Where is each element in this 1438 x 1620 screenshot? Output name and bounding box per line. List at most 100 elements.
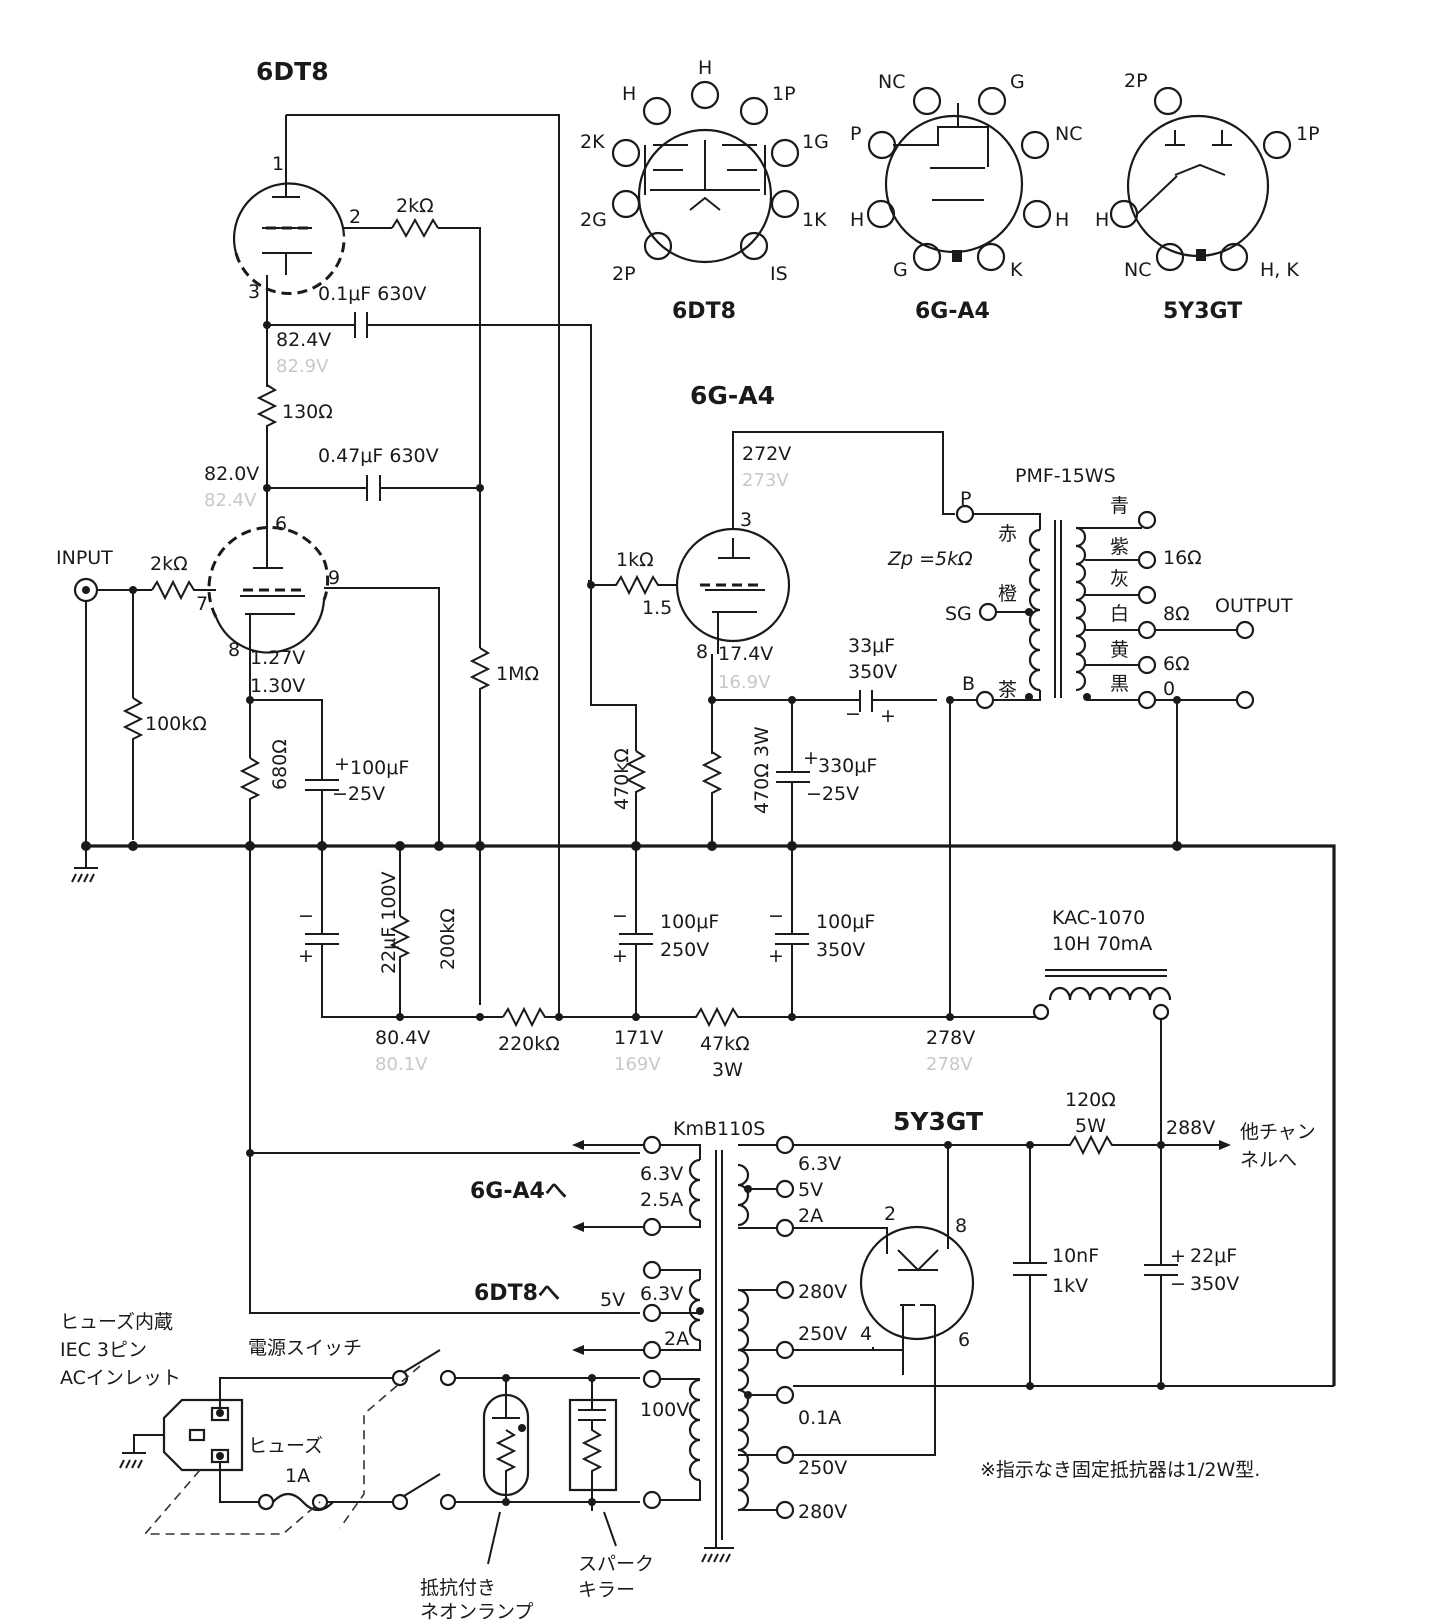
svg-text:200kΩ: 200kΩ	[437, 908, 459, 970]
pinout-6dt8-name: 6DT8	[672, 299, 736, 324]
svg-text:G: G	[1010, 71, 1025, 93]
svg-text:−: −	[1170, 1273, 1186, 1295]
resistor-1k	[591, 574, 678, 596]
svg-text:1P: 1P	[772, 83, 796, 105]
svg-text:1A: 1A	[285, 1465, 310, 1487]
svg-text:橙: 橙	[998, 583, 1017, 605]
svg-text:キラー: キラー	[578, 1579, 635, 1601]
input-jack[interactable]	[73, 577, 99, 603]
svg-text:272V: 272V	[742, 443, 791, 465]
svg-text:288V: 288V	[1166, 1117, 1215, 1139]
svg-text:−: −	[298, 905, 314, 927]
label-input: INPUT	[56, 547, 113, 569]
svg-text:H: H	[850, 209, 864, 231]
label-to-6dt8: 6DT8へ	[474, 1281, 560, 1306]
output-terminal-hot[interactable]	[1235, 620, 1255, 640]
tube-6dt8-section1: 1 2 3	[233, 114, 560, 1017]
svg-text:黄: 黄	[1110, 639, 1129, 661]
svg-text:1G: 1G	[802, 131, 829, 153]
svg-text:8: 8	[696, 641, 708, 663]
svg-text:10H 70mA: 10H 70mA	[1052, 933, 1152, 955]
svg-text:1kΩ: 1kΩ	[616, 549, 654, 571]
svg-text:350V: 350V	[848, 661, 897, 683]
power-switch[interactable]	[391, 1349, 457, 1511]
svg-text:+: +	[612, 945, 628, 967]
svg-text:2P: 2P	[612, 263, 636, 285]
svg-text:ネルへ: ネルへ	[1240, 1149, 1297, 1171]
svg-text:350V: 350V	[1190, 1273, 1239, 1295]
svg-text:6.3V: 6.3V	[640, 1283, 683, 1305]
svg-text:−25V: −25V	[332, 783, 385, 805]
label-r-130: 130Ω	[282, 401, 333, 423]
svg-text:+: +	[768, 945, 784, 967]
svg-text:5V: 5V	[798, 1179, 823, 1201]
svg-text:茶: 茶	[998, 679, 1017, 701]
svg-text:P: P	[850, 123, 861, 145]
svg-text:P: P	[960, 488, 971, 510]
svg-text:H: H	[622, 83, 636, 105]
svg-text:2: 2	[884, 1203, 896, 1225]
svg-text:2.5A: 2.5A	[640, 1189, 683, 1211]
svg-text:H: H	[1095, 209, 1109, 231]
svg-text:+: +	[298, 945, 314, 967]
label-other-channel: 他チャン	[1240, 1121, 1316, 1143]
svg-text:9: 9	[328, 567, 340, 589]
svg-text:H: H	[698, 57, 712, 79]
svg-text:278V: 278V	[926, 1054, 973, 1075]
svg-text:ヒューズ: ヒューズ	[248, 1435, 323, 1457]
svg-text:抵抗付き: 抵抗付き	[420, 1577, 496, 1599]
resistor-100k	[122, 697, 144, 840]
svg-text:470Ω 3W: 470Ω 3W	[751, 726, 773, 814]
svg-text:273V: 273V	[742, 470, 789, 491]
svg-text:47kΩ: 47kΩ	[700, 1033, 750, 1055]
footnote: ※指示なき固定抵抗器は1/2W型.	[980, 1459, 1260, 1481]
svg-text:1K: 1K	[802, 209, 827, 231]
resistor-470-3w	[701, 751, 723, 846]
svg-text:H, K: H, K	[1260, 259, 1299, 281]
svg-text:2: 2	[349, 206, 361, 228]
svg-text:220kΩ: 220kΩ	[498, 1033, 560, 1055]
svg-text:17.4V: 17.4V	[718, 643, 773, 665]
svg-text:−: −	[845, 703, 861, 725]
power-transformer	[688, 1150, 752, 1563]
svg-text:8: 8	[955, 1215, 967, 1237]
resistor-130	[256, 384, 278, 486]
svg-text:ACインレット: ACインレット	[60, 1367, 181, 1389]
svg-text:100μF: 100μF	[816, 911, 875, 933]
svg-text:10nF: 10nF	[1052, 1245, 1099, 1267]
svg-text:1.30V: 1.30V	[250, 675, 305, 697]
svg-text:169V: 169V	[614, 1054, 661, 1075]
svg-text:0: 0	[1163, 678, 1175, 700]
ac-inlet[interactable]	[162, 1398, 244, 1472]
svg-text:H: H	[1055, 209, 1069, 231]
cap-100u-25	[305, 779, 339, 846]
svg-text:6.3V: 6.3V	[640, 1163, 683, 1185]
svg-text:100kΩ: 100kΩ	[145, 713, 207, 735]
svg-text:82.0V: 82.0V	[204, 463, 259, 485]
spark-killer	[568, 1378, 618, 1511]
svg-text:2A: 2A	[664, 1328, 689, 1350]
svg-text:330μF: 330μF	[818, 755, 877, 777]
svg-text:+: +	[334, 753, 350, 775]
resistor-47k	[636, 1006, 792, 1028]
label-c-047: 0.47μF 630V	[318, 445, 439, 467]
svg-text:1P: 1P	[1296, 123, 1320, 145]
choke-kac1070	[1032, 969, 1172, 1021]
svg-text:−: −	[612, 905, 628, 927]
svg-text:スパーク: スパーク	[578, 1553, 654, 1575]
svg-text:+: +	[1170, 1245, 1186, 1267]
svg-text:120Ω: 120Ω	[1065, 1089, 1116, 1111]
svg-text:−: −	[768, 905, 784, 927]
svg-text:0.1A: 0.1A	[798, 1407, 841, 1429]
svg-text:82.4V: 82.4V	[204, 490, 257, 511]
svg-text:80.1V: 80.1V	[375, 1054, 428, 1075]
svg-text:灰: 灰	[1110, 568, 1129, 590]
output-transformer	[1025, 520, 1091, 701]
svg-text:白: 白	[1110, 603, 1129, 625]
svg-text:Zp =5kΩ: Zp =5kΩ	[887, 548, 973, 570]
svg-text:紫: 紫	[1110, 536, 1129, 558]
svg-text:K: K	[1010, 259, 1023, 281]
svg-text:7: 7	[196, 593, 208, 615]
output-terminal-gnd[interactable]	[1235, 690, 1255, 710]
